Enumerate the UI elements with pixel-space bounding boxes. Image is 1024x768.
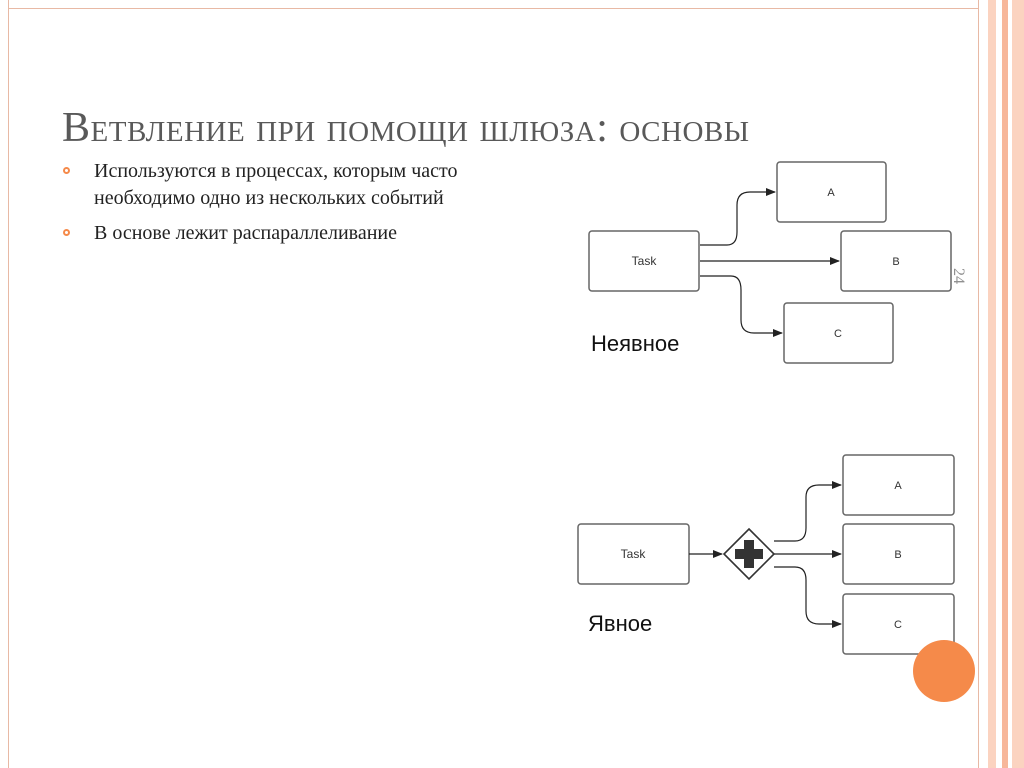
task-box [588, 230, 700, 292]
target-box-c [783, 302, 894, 364]
slide-title: Ветвление при помощи шлюза: основы [62, 105, 750, 151]
frame-stripe [978, 0, 979, 768]
sequence-flow-arrow [774, 481, 842, 542]
implicit-diagram-label: Неявное [591, 331, 680, 356]
frame-stripe [1002, 0, 1008, 768]
target-box-a [776, 161, 887, 223]
bullet-list: Используются в процессах, которым часто … [62, 158, 502, 255]
sequence-flow-arrow [700, 188, 776, 246]
target-box-label: A [894, 480, 902, 492]
target-box-label: A [827, 187, 835, 199]
task-box-label: Task [632, 254, 658, 268]
frame-line-top [8, 8, 978, 9]
bullet-text: Используются в процессах, которым часто … [94, 160, 458, 209]
target-box-label: B [894, 549, 901, 561]
frame-stripe [988, 0, 996, 768]
bullet-circle-icon [63, 229, 70, 236]
sequence-flow-arrow [774, 566, 842, 628]
explicit-diagram-label: Явное [588, 611, 653, 636]
target-box-a [842, 454, 955, 516]
explicit-diagram: Task A B C [577, 454, 955, 655]
sequence-flow-arrow [700, 275, 783, 337]
bullet-circle-icon [63, 167, 70, 174]
target-box-label: C [834, 328, 842, 340]
bullet-item: Используются в процессах, которым часто … [62, 158, 502, 212]
frame-stripe [1012, 0, 1024, 768]
target-box-c [842, 593, 955, 655]
target-box-label: B [892, 256, 899, 268]
target-box-b [842, 523, 955, 585]
bullet-item: В основе лежит распараллеливание [62, 220, 502, 247]
implicit-diagram: Task A B C [588, 161, 952, 364]
decorative-orange-circle [913, 640, 975, 702]
frame-line-left [8, 0, 9, 768]
bullet-text: В основе лежит распараллеливание [94, 222, 397, 244]
parallel-gateway-icon [722, 527, 776, 581]
target-box-b [840, 230, 952, 292]
target-box-label: C [894, 619, 902, 631]
task-box-label: Task [621, 547, 647, 561]
